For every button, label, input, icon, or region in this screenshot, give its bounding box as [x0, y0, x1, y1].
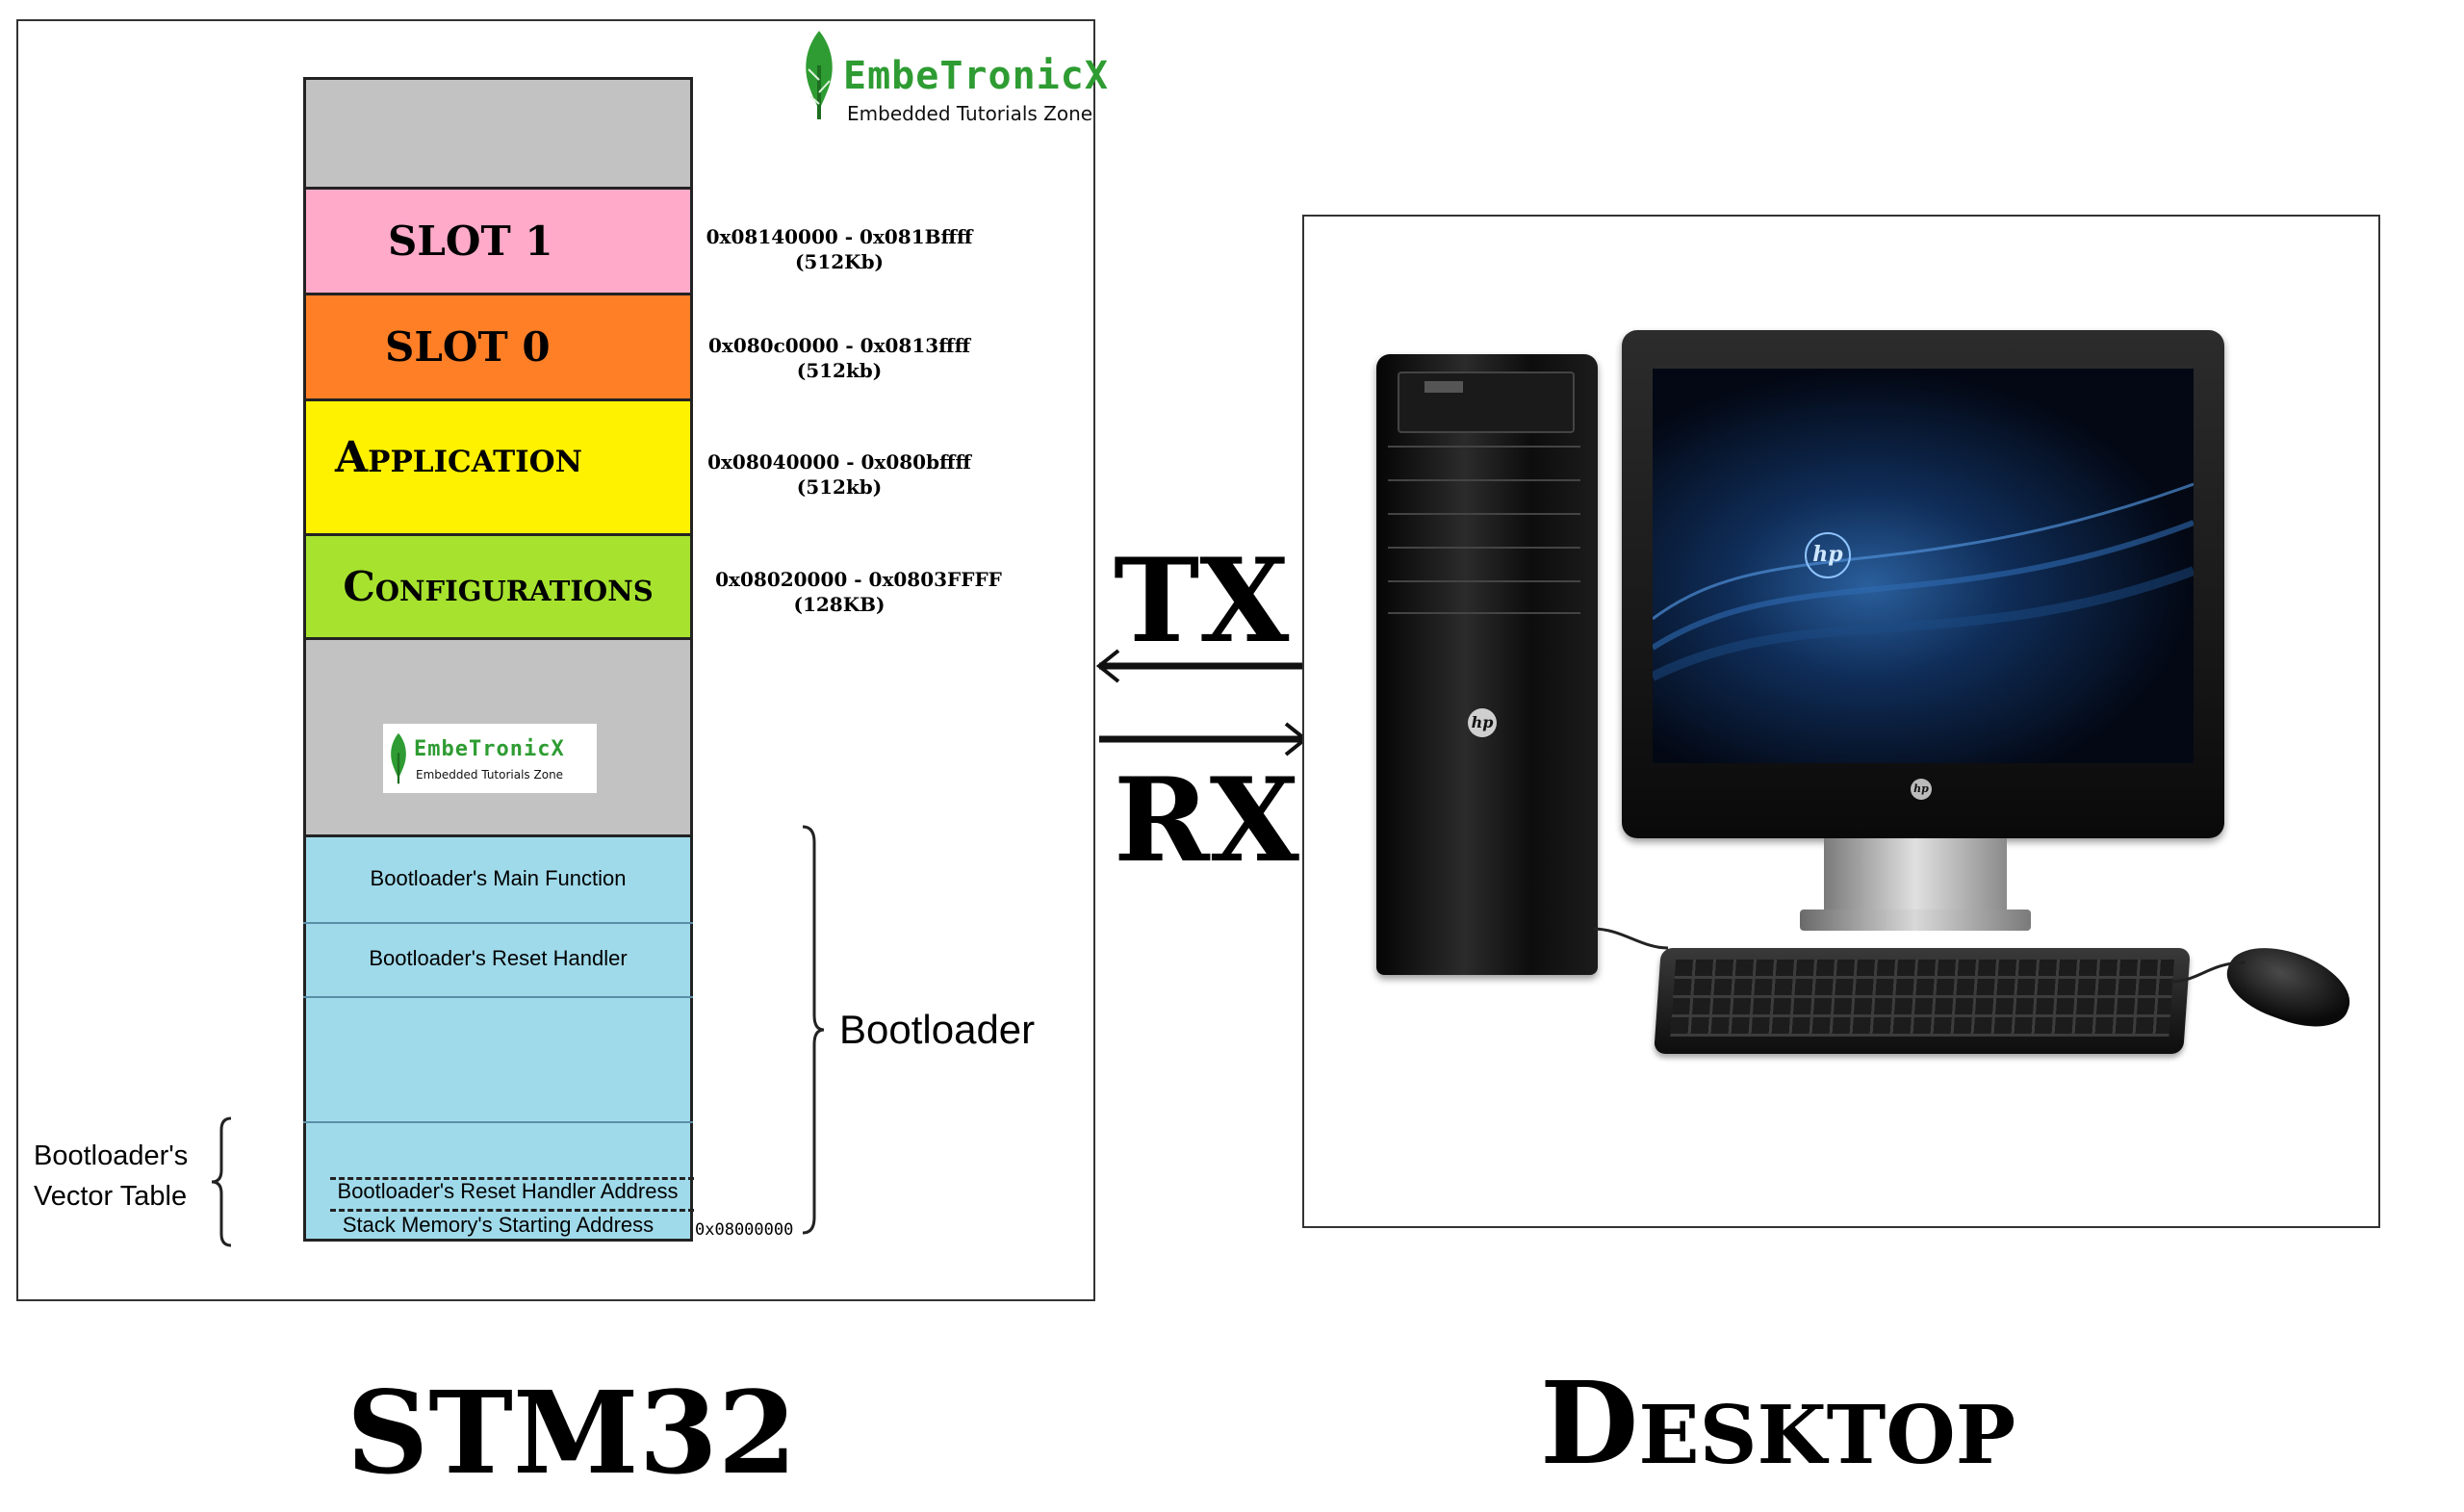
slot1-block: SLOT 1 — [303, 188, 693, 294]
drive-bay — [1388, 547, 1580, 549]
stm32-panel — [16, 19, 1095, 1301]
drive-bay — [1388, 580, 1580, 582]
divider — [303, 398, 693, 401]
divider — [303, 187, 693, 190]
screen-wave-icon — [1653, 482, 2194, 681]
screen-hp-logo-icon: hp — [1805, 532, 1851, 578]
pc-tower: hp — [1376, 354, 1598, 975]
configurations-size: (128KB) — [793, 593, 886, 616]
divider — [303, 637, 693, 640]
drive-bay — [1388, 446, 1580, 448]
monitor-stand-base — [1800, 910, 2031, 931]
keyboard-cable-icon — [1593, 927, 1669, 950]
base-address: 0x08000000 — [695, 1220, 794, 1240]
tower-front-panel — [1398, 372, 1575, 433]
tree-logo-icon — [391, 732, 406, 784]
slot0-block: SLOT 0 — [303, 294, 693, 399]
application-address: 0x08040000 - 0x080bffff (512kb) — [695, 449, 984, 500]
drive-bay — [1388, 612, 1580, 614]
mouse-cable-icon — [2170, 961, 2246, 984]
application-label: Application — [335, 432, 582, 482]
embetronicx-logo-top: EmbeTronicX Embedded Tutorials Zone — [799, 27, 1108, 125]
bootloader-block — [303, 835, 693, 1242]
divider — [303, 1121, 693, 1123]
embetronicx-logo-middle: EmbeTronicX Embedded Tutorials Zone — [383, 724, 597, 793]
vector-table-label-line2: Vector Table — [34, 1181, 188, 1212]
slot0-address: 0x080c0000 - 0x0813ffff (512kb) — [695, 333, 984, 383]
bootloader-reset-handler-label: Bootloader's Reset Handler — [369, 946, 628, 970]
logo-tagline-text: Embedded Tutorials Zone — [416, 768, 564, 782]
configurations-block: Configurations — [303, 534, 693, 638]
monitor-screen: hp — [1653, 369, 2194, 763]
monitor: hp hp — [1622, 330, 2224, 838]
keyboard-keys — [1670, 960, 2175, 1037]
slot1-address: 0x08140000 - 0x081Bffff (512Kb) — [695, 224, 984, 274]
dashed-divider — [330, 1209, 694, 1212]
reserved-top-block — [303, 77, 693, 188]
rx-label: RX — [1114, 753, 1299, 888]
divider — [303, 922, 693, 924]
vector-table-brace-icon — [211, 1116, 232, 1247]
application-size: (512kb) — [796, 475, 883, 499]
application-range: 0x08040000 - 0x080bffff — [707, 450, 971, 474]
monitor-stand-neck — [1824, 838, 2007, 915]
slot1-range: 0x08140000 - 0x081Bffff — [706, 225, 973, 248]
drive-bay — [1388, 513, 1580, 515]
slot0-size: (512kb) — [796, 359, 883, 382]
logo-brand-text: EmbeTronicX — [414, 737, 565, 761]
divider — [303, 533, 693, 536]
logo-tagline-text: Embedded Tutorials Zone — [847, 102, 1093, 125]
tx-arrow-icon — [1095, 649, 1305, 683]
application-block: Application — [303, 399, 693, 534]
bootloader-main-function-label: Bootloader's Main Function — [370, 866, 627, 890]
slot1-size: (512Kb) — [794, 250, 885, 273]
vector-table-label: Bootloader's Vector Table — [34, 1136, 188, 1217]
bootloader-brace-icon — [802, 825, 825, 1235]
monitor-hp-badge-icon: hp — [1911, 779, 1932, 800]
keyboard — [1654, 948, 2191, 1054]
logo-brand-text: EmbeTronicX — [843, 54, 1109, 98]
card-reader-slot — [1424, 381, 1463, 393]
divider — [303, 293, 693, 295]
slot0-range: 0x080c0000 - 0x0813ffff — [708, 334, 970, 357]
drive-bay — [1388, 479, 1580, 481]
divider — [303, 834, 693, 837]
hp-logo-icon: hp — [1468, 708, 1497, 737]
configurations-label: Configurations — [343, 562, 654, 610]
slot0-label: SLOT 0 — [385, 322, 551, 371]
configurations-address: 0x08020000 - 0x0803FFFF (128KB) — [695, 567, 1022, 617]
reset-handler-address-label: Bootloader's Reset Handler Address — [337, 1179, 679, 1203]
dashed-divider — [330, 1177, 694, 1180]
stack-start-address-label: Stack Memory's Starting Address — [342, 1213, 654, 1237]
tree-logo-icon — [806, 31, 833, 119]
vector-table-label-line1: Bootloader's — [34, 1140, 189, 1171]
configurations-range: 0x08020000 - 0x0803FFFF — [715, 568, 1002, 591]
bootloader-label: Bootloader — [839, 1007, 1036, 1052]
stm32-title: STM32 — [346, 1366, 797, 1499]
divider — [303, 996, 693, 998]
slot1-label: SLOT 1 — [388, 217, 553, 265]
desktop-title: Desktop — [1540, 1356, 2016, 1490]
tx-label: TX — [1114, 533, 1290, 669]
